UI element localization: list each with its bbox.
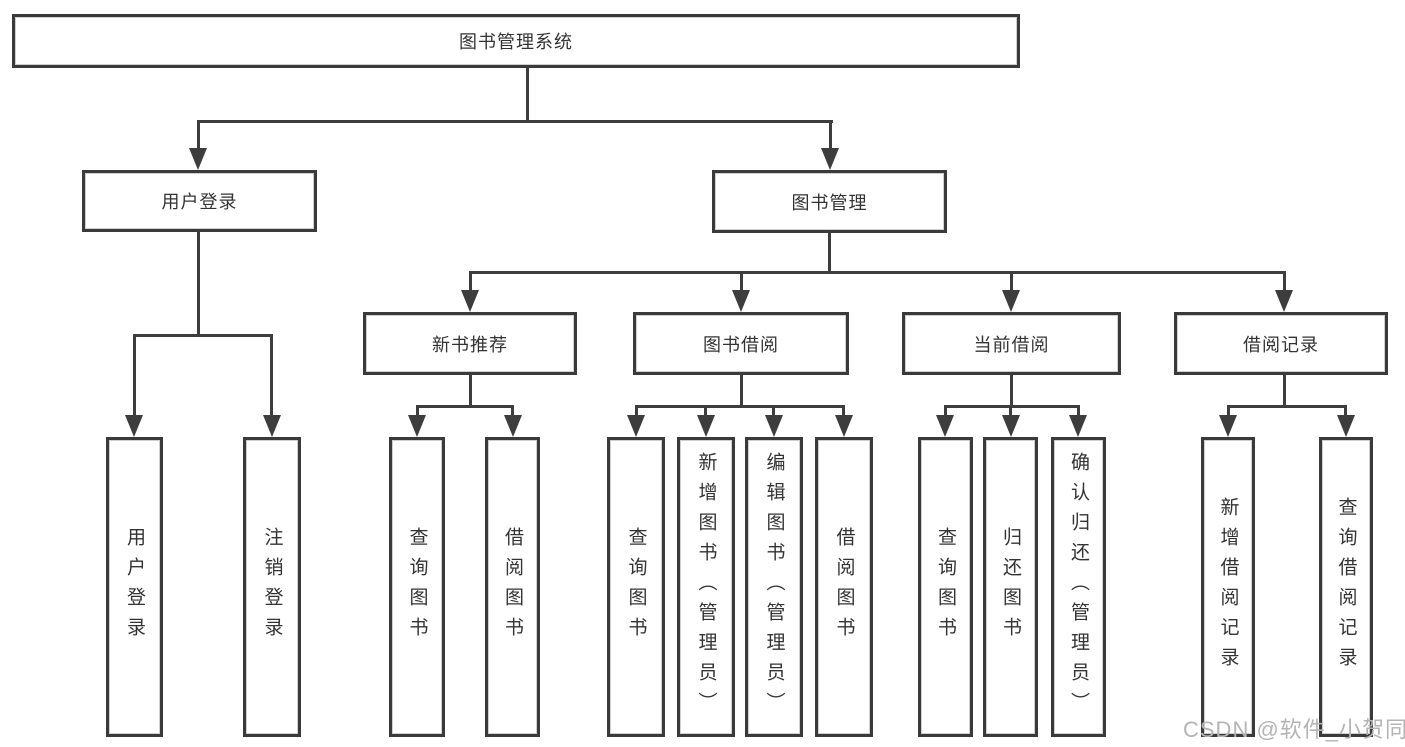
leaf-borrow-books-label: 借阅图书 [833,527,855,647]
connector-line [704,405,707,419]
node-current-borrow-label: 当前借阅 [973,334,1050,355]
connector-line [197,230,200,336]
connector-line [469,373,472,407]
connector-line [270,334,273,420]
connector-line [828,231,831,273]
leaf-query-books-current-label: 查询图书 [935,527,956,647]
connector-line [944,405,1080,408]
node-borrow-records: 借阅记录 [1174,312,1388,375]
leaf-edit-books-admin: 编辑图书（管理员） [745,437,803,737]
leaf-confirm-return-admin: 确认归还（管理员） [1051,437,1106,737]
leaf-borrow-books-recommend: 借阅图书 [485,437,540,737]
connector-line [944,405,947,419]
arrowhead-down [408,415,426,437]
leaf-query-books-current: 查询图书 [918,437,973,737]
leaf-add-borrow-record-label: 新增借阅记录 [1217,497,1239,677]
connector-line [842,405,845,419]
connector-line [1283,271,1286,295]
leaf-edit-books-admin-label: 编辑图书（管理员） [763,452,785,722]
node-user-login: 用户登录 [82,170,317,232]
connector-line [1010,271,1013,295]
connector-line [416,405,514,408]
arrowhead-down [627,415,645,437]
leaf-borrow-books: 借阅图书 [815,437,873,737]
arrowhead-down [125,415,143,437]
leaf-user-login-label: 用户登录 [124,527,145,647]
connector-line [740,373,743,407]
node-book-borrow: 图书借阅 [633,312,849,375]
leaf-add-books-admin: 新增图书（管理员） [677,437,735,737]
connector-line [197,120,200,152]
leaf-query-borrow-record: 查询借阅记录 [1319,437,1373,737]
leaf-user-login: 用户登录 [106,437,163,737]
connector-line [1344,405,1347,419]
arrowhead-down [821,148,839,170]
arrowhead-down [835,415,853,437]
arrowhead-down [765,415,783,437]
arrowhead-down [936,415,954,437]
connector-line [1227,405,1230,419]
leaf-query-books-recommend-label: 查询图书 [406,527,428,647]
leaf-logout: 注销登录 [243,437,301,737]
connector-line [829,120,832,152]
node-book-management: 图书管理 [712,170,947,233]
connector-line [133,334,136,420]
connector-line [1283,373,1286,407]
connector-line [635,405,638,419]
arrowhead-down [189,148,207,170]
leaf-confirm-return-admin-label: 确认归还（管理员） [1068,452,1089,722]
leaf-add-borrow-record: 新增借阅记录 [1201,437,1255,737]
connector-line [1077,405,1080,419]
leaf-add-books-admin-label: 新增图书（管理员） [695,452,717,722]
leaf-query-borrow-record-label: 查询借阅记录 [1335,497,1357,677]
node-book-management-label: 图书管理 [791,192,868,213]
arrowhead-down [1219,415,1237,437]
connector-line [511,405,514,419]
leaf-query-books-recommend: 查询图书 [389,437,445,737]
node-library-system: 图书管理系统 [12,14,1020,68]
connector-line [133,334,273,337]
arrowhead-down [1002,290,1020,312]
connector-line [635,405,845,408]
arrowhead-down [461,290,479,312]
leaf-return-books: 归还图书 [983,437,1038,737]
arrowhead-down [504,415,522,437]
arrowhead-down [1337,415,1355,437]
arrowhead-down [1275,290,1293,312]
leaf-borrow-books-recommend-label: 借阅图书 [502,527,523,647]
connector-line [526,66,529,122]
watermark: CSDN @软件_小贺同学 [1183,717,1405,742]
node-current-borrow: 当前借阅 [902,312,1121,375]
node-new-book-recommend-label: 新书推荐 [432,334,508,355]
connector-line [469,271,472,295]
connector-line [1227,405,1347,408]
leaf-return-books-label: 归还图书 [1000,527,1021,647]
leaf-query-books-borrow-label: 查询图书 [625,527,647,647]
connector-line [197,120,833,123]
leaf-logout-label: 注销登录 [261,527,283,647]
node-borrow-records-label: 借阅记录 [1243,334,1319,355]
connector-line [469,271,1285,274]
node-user-login-label: 用户登录 [161,192,238,212]
arrowhead-down [263,415,281,437]
arrowhead-down [1002,415,1020,437]
arrowhead-down [732,290,750,312]
connector-line [740,271,743,295]
connector-line [416,405,419,419]
node-book-borrow-label: 图书借阅 [703,334,779,355]
connector-line [1009,405,1012,419]
arrowhead-down [1069,415,1087,437]
node-new-book-recommend: 新书推荐 [363,312,577,375]
node-library-system-label: 图书管理系统 [459,32,573,52]
connector-line [1010,373,1013,407]
connector-line [772,405,775,419]
leaf-query-books-borrow: 查询图书 [607,437,665,737]
arrowhead-down [697,415,715,437]
